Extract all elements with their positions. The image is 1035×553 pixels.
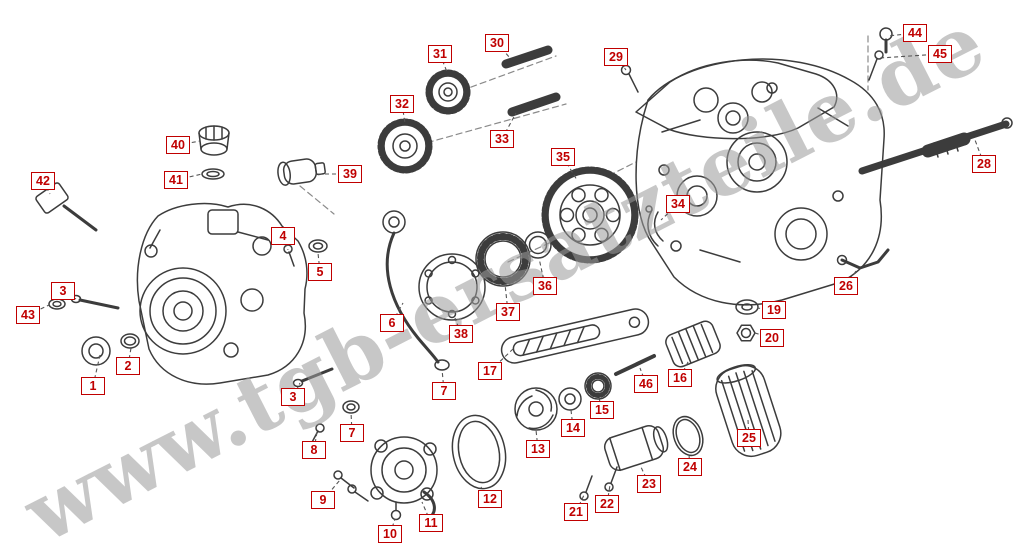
leader-line-41 xyxy=(175,173,203,181)
callout-41[interactable]: 41 xyxy=(164,171,188,189)
right-crankcase-drawing xyxy=(635,58,885,306)
callout-39[interactable]: 39 xyxy=(338,165,362,183)
callout-4[interactable]: 4 xyxy=(271,227,295,245)
callout-35[interactable]: 35 xyxy=(551,148,575,166)
pump-drive-drawing xyxy=(614,320,721,376)
callout-16[interactable]: 16 xyxy=(668,369,692,387)
callout-17[interactable]: 17 xyxy=(478,362,502,380)
callout-14[interactable]: 14 xyxy=(561,419,585,437)
callout-8[interactable]: 8 xyxy=(302,441,326,459)
callout-36[interactable]: 36 xyxy=(533,277,557,295)
callout-2[interactable]: 2 xyxy=(116,357,140,375)
callout-43[interactable]: 43 xyxy=(16,306,40,324)
callout-6[interactable]: 6 xyxy=(380,314,404,332)
gasket-strip-drawing xyxy=(500,308,650,364)
small-hardware-drawing xyxy=(35,27,893,521)
callout-24[interactable]: 24 xyxy=(678,458,702,476)
idler-gears-drawing xyxy=(377,45,561,174)
leader-line-9 xyxy=(322,479,341,501)
callout-3[interactable]: 3 xyxy=(281,388,305,406)
callout-23[interactable]: 23 xyxy=(637,475,661,493)
callout-15[interactable]: 15 xyxy=(590,401,614,419)
callout-1[interactable]: 1 xyxy=(81,377,105,395)
callout-46[interactable]: 46 xyxy=(634,375,658,393)
callout-29[interactable]: 29 xyxy=(604,48,628,66)
leader-line-33 xyxy=(501,112,517,140)
callout-5[interactable]: 5 xyxy=(308,263,332,281)
callout-7[interactable]: 7 xyxy=(340,424,364,442)
output-shaft-drawing xyxy=(858,117,1013,175)
callout-20[interactable]: 20 xyxy=(760,329,784,347)
leader-line-36 xyxy=(538,257,546,287)
callout-21[interactable]: 21 xyxy=(564,503,588,521)
callout-22[interactable]: 22 xyxy=(595,495,619,513)
callout-10[interactable]: 10 xyxy=(378,525,402,543)
left-crankcase-drawing xyxy=(136,202,308,385)
callout-42[interactable]: 42 xyxy=(31,172,55,190)
primary-gear-drawing xyxy=(541,166,639,264)
leader-line-17 xyxy=(489,348,514,372)
callout-38[interactable]: 38 xyxy=(449,325,473,343)
leader-line-1 xyxy=(92,354,101,387)
callout-44[interactable]: 44 xyxy=(903,24,927,42)
starter-motor-drawing xyxy=(603,415,704,472)
callout-26[interactable]: 26 xyxy=(834,277,858,295)
callout-40[interactable]: 40 xyxy=(166,136,190,154)
callout-3[interactable]: 3 xyxy=(51,282,75,300)
callout-34[interactable]: 34 xyxy=(666,195,690,213)
callout-30[interactable]: 30 xyxy=(485,34,509,52)
upper-case-drawing xyxy=(635,59,838,140)
callout-25[interactable]: 25 xyxy=(737,429,761,447)
leader-line-28 xyxy=(974,139,985,165)
leader-line-37 xyxy=(504,283,509,313)
callout-19[interactable]: 19 xyxy=(762,301,786,319)
callout-32[interactable]: 32 xyxy=(390,95,414,113)
water-pump-drawing xyxy=(370,372,612,521)
callout-11[interactable]: 11 xyxy=(419,514,443,532)
callout-28[interactable]: 28 xyxy=(972,155,996,173)
callout-13[interactable]: 13 xyxy=(526,440,550,458)
callout-37[interactable]: 37 xyxy=(496,303,520,321)
leader-line-44 xyxy=(887,32,916,37)
callout-12[interactable]: 12 xyxy=(478,490,502,508)
callout-33[interactable]: 33 xyxy=(490,130,514,148)
leader-line-35 xyxy=(562,156,578,181)
callout-31[interactable]: 31 xyxy=(428,45,452,63)
callout-45[interactable]: 45 xyxy=(928,45,952,63)
callout-9[interactable]: 9 xyxy=(311,491,335,509)
bearing-set-drawing xyxy=(418,231,552,321)
callout-7[interactable]: 7 xyxy=(432,382,456,400)
